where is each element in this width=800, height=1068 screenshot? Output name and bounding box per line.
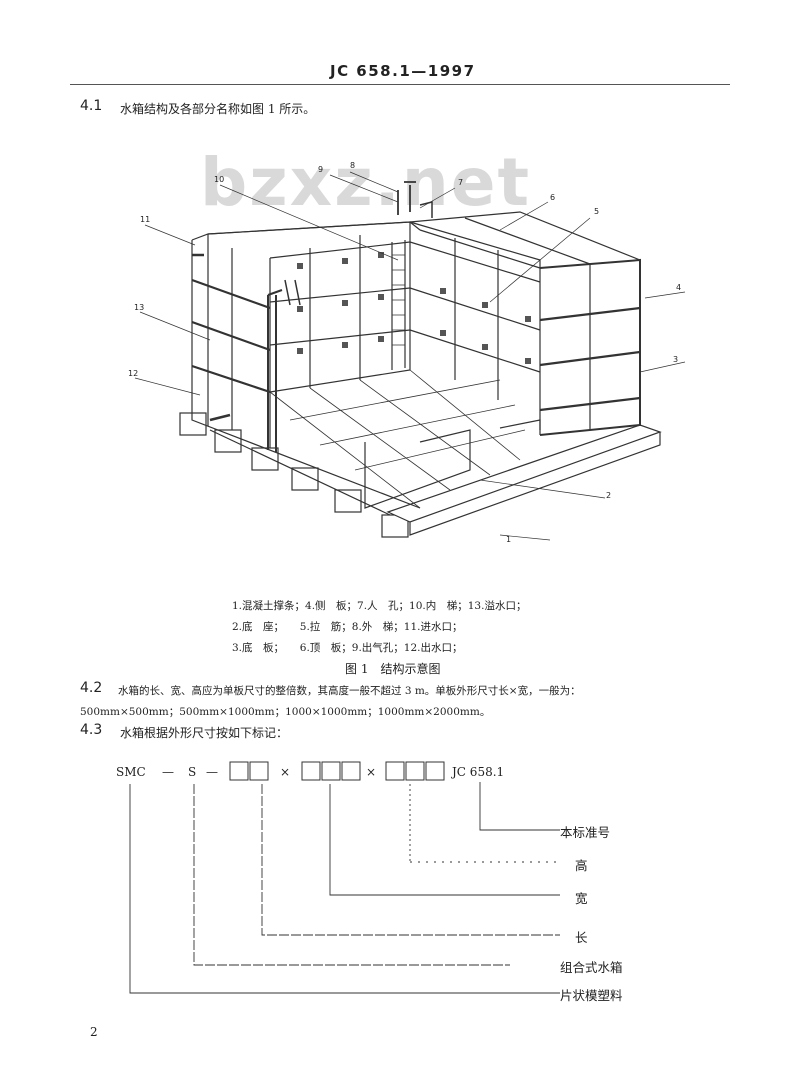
code-box-height-3 — [425, 761, 445, 781]
section-4-2-number: 4.2 — [80, 680, 103, 696]
callout-1: 1 — [506, 535, 511, 544]
callout-7: 7 — [458, 178, 463, 187]
leader-combined-tank — [193, 784, 510, 966]
code-box-length-1 — [229, 761, 249, 781]
watermark: bzxz.net — [200, 144, 531, 221]
callout-13: 13 — [134, 303, 144, 312]
callout-10: 10 — [214, 175, 224, 184]
code-smc: SMC — [116, 765, 146, 779]
leader-4 — [644, 291, 686, 299]
leader-9 — [329, 174, 399, 203]
tie-rods — [297, 252, 531, 364]
meaning-width: 宽 — [575, 891, 588, 906]
code-dash-1: — — [162, 765, 174, 779]
callout-2: 2 — [606, 491, 611, 500]
code-dash-2: — — [206, 765, 218, 779]
leader-width — [329, 784, 560, 896]
leader-12 — [134, 377, 201, 396]
section-4-1-number: 4.1 — [80, 98, 103, 114]
leader-6 — [499, 201, 549, 231]
leader-13 — [139, 311, 211, 341]
code-box-height-2 — [405, 761, 425, 781]
figure-legend-row-1: 1.混凝土撑条；4.侧 板；7.人 孔；10.内 梯；13.溢水口； — [232, 600, 527, 612]
header-rule — [70, 84, 730, 85]
meaning-standard-no: 本标准号 — [560, 825, 611, 840]
leader-11 — [144, 224, 196, 246]
leader-std-no — [479, 782, 560, 831]
callout-6: 6 — [550, 193, 555, 202]
standard-number-header: JC 658.1—1997 — [330, 62, 476, 80]
page-number: 2 — [90, 1025, 98, 1039]
figure-legend-row-3: 3.底 板； 6.顶 板；9.出气孔；12.出水口； — [232, 642, 463, 654]
section-4-1-text: 水箱结构及各部分名称如图 1 所示。 — [120, 102, 316, 116]
leader-smc — [129, 784, 560, 994]
leader-1 — [499, 534, 551, 541]
leader-length — [261, 784, 560, 936]
leader-3 — [639, 361, 686, 373]
meaning-height: 高 — [575, 858, 588, 873]
section-4-3-number: 4.3 — [80, 722, 103, 738]
section-4-3-text: 水箱根据外形尺寸按如下标记： — [120, 726, 289, 740]
callout-12: 12 — [128, 369, 138, 378]
figure-legend-row-2: 2.底 座； 5.拉 筋；8.外 梯；11.进水口； — [232, 621, 463, 633]
leader-8 — [349, 171, 399, 193]
leader-2 — [479, 479, 606, 499]
code-box-height-1 — [385, 761, 405, 781]
code-box-length-2 — [249, 761, 269, 781]
code-times-2: × — [366, 765, 376, 779]
concrete-strips — [179, 412, 409, 538]
callout-5: 5 — [594, 207, 599, 216]
meaning-length: 长 — [575, 930, 588, 945]
code-box-width-2 — [321, 761, 341, 781]
callout-8: 8 — [350, 161, 355, 170]
code-std-ref: JC 658.1 — [450, 765, 504, 779]
callout-3: 3 — [673, 355, 678, 364]
meaning-smc: 片状模塑料 — [560, 988, 623, 1003]
callout-4: 4 — [676, 283, 681, 292]
code-s: S — [188, 765, 196, 779]
marking-code-diagram: SMC — S — × × JC 658.1 — [116, 761, 560, 994]
tank-structure-diagram: bzxz.net — [128, 144, 686, 544]
figure-caption: 图 1 结构示意图 — [345, 662, 441, 676]
meaning-combined-tank: 组合式水箱 — [560, 960, 623, 975]
callout-9: 9 — [318, 165, 323, 174]
callout-11: 11 — [140, 215, 150, 224]
code-box-width-3 — [341, 761, 361, 781]
code-times-1: × — [280, 765, 290, 779]
leader-5 — [489, 217, 591, 303]
section-4-2-text-line-2: 500mm×500mm；500mm×1000mm；1000×1000mm；100… — [80, 706, 491, 718]
leader-10 — [219, 184, 399, 261]
leader-7 — [419, 187, 456, 209]
code-box-width-1 — [301, 761, 321, 781]
section-4-2-text-line-1: 水箱的长、宽、高应为单板尺寸的整倍数，其高度一般不超过 3 m。单板外形尺寸长×… — [118, 685, 581, 697]
